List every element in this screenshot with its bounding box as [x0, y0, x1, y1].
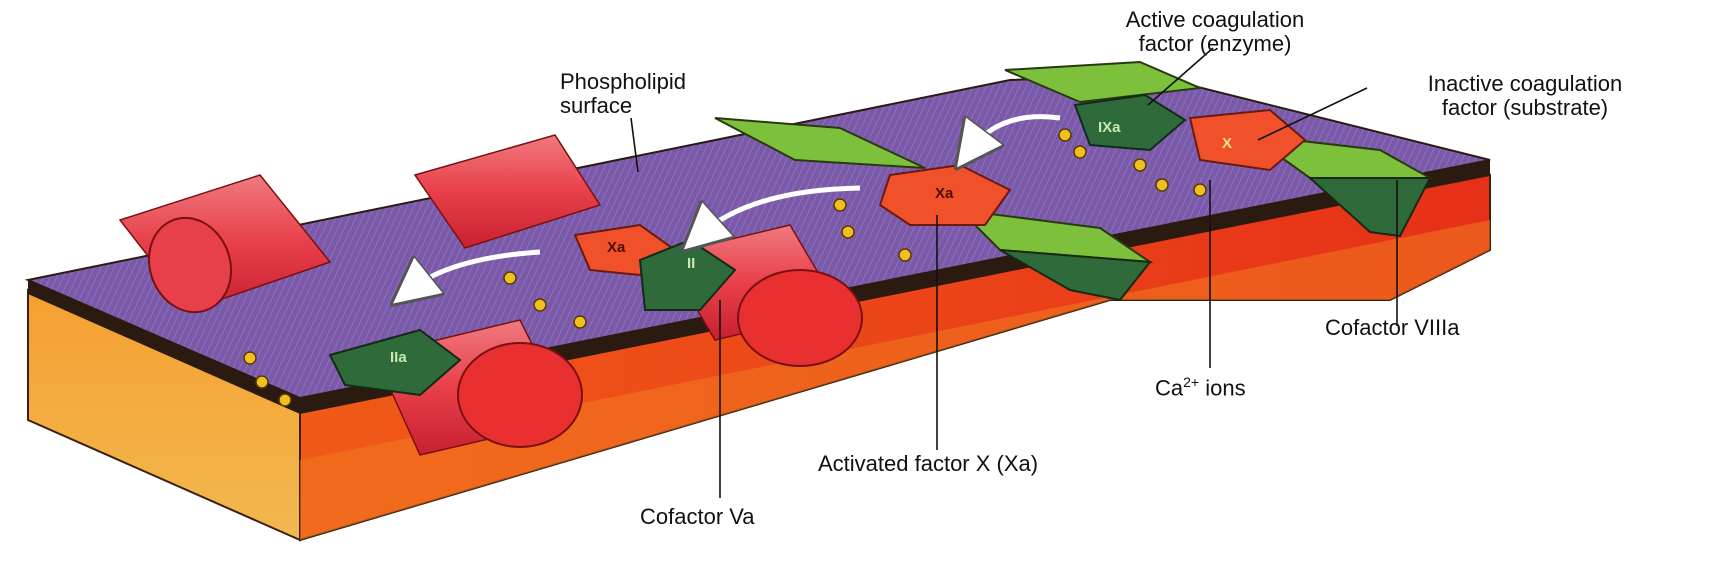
active-factor-label: Active coagulation factor (enzyme) — [1045, 8, 1385, 56]
molecule-label-ixa: IXa — [1098, 119, 1121, 136]
calcium-ions-charge: 2+ — [1183, 374, 1199, 390]
active-factor-label-line2: factor (enzyme) — [1045, 32, 1385, 56]
calcium-ions-label: Ca2+ ions — [1155, 370, 1246, 400]
inactive-factor-label: Inactive coagulation factor (substrate) — [1375, 72, 1675, 120]
cofactor-viiia-label: Cofactor VIIIa — [1325, 316, 1460, 340]
phospholipid-label-line2: surface — [560, 94, 686, 118]
phospholipid-label: Phospholipid surface — [560, 70, 686, 118]
activated-factor-x-label: Activated factor X (Xa) — [818, 452, 1038, 476]
molecule-label-iia: IIa — [390, 349, 407, 366]
calcium-ions-suffix: ions — [1199, 375, 1245, 400]
active-factor-label-line1: Active coagulation — [1045, 8, 1385, 32]
cofactor-va-label: Cofactor Va — [640, 505, 755, 529]
molecule-label-xa-left: Xa — [607, 239, 626, 256]
inactive-factor-label-line2: factor (substrate) — [1375, 96, 1675, 120]
molecule-label-ii: II — [687, 255, 695, 272]
phospholipid-label-line1: Phospholipid — [560, 70, 686, 94]
calcium-ions-prefix: Ca — [1155, 375, 1183, 400]
molecule-label-xa-center: Xa — [935, 185, 954, 202]
molecule-label-x: X — [1222, 135, 1232, 152]
inactive-factor-label-line1: Inactive coagulation — [1375, 72, 1675, 96]
